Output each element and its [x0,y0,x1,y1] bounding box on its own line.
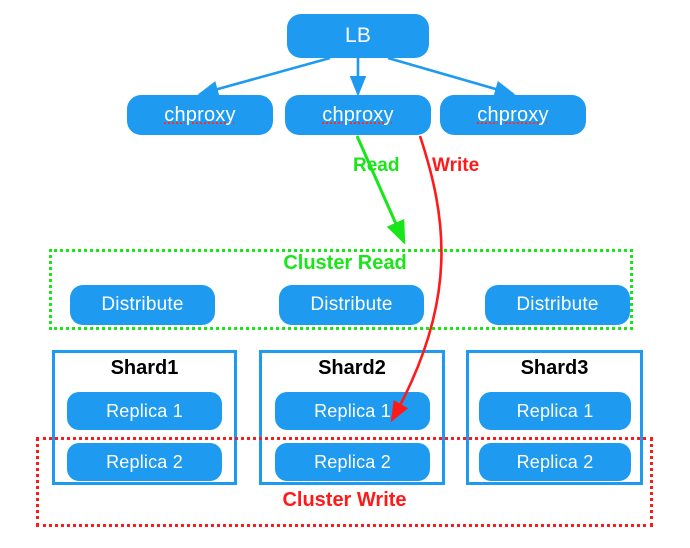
node-shard3-replica-2-label: Replica 2 [516,451,594,472]
node-chproxy-2[interactable]: chproxy [285,95,431,135]
node-shard1-replica-2-label: Replica 2 [106,451,183,472]
node-shard2-replica-2-label: Replica 2 [314,451,391,472]
node-shard3-replica-1[interactable]: Replica 1 [479,392,631,430]
cluster-read-label: Cluster Read [283,252,407,274]
connector-lb-to-proxy-1 [197,56,331,98]
node-load-balancer[interactable]: LB [287,14,429,58]
connector-read-arrow [355,135,406,245]
node-shard1-replica-1-label: Replica 1 [106,400,183,421]
node-chproxy-1-label: chproxy [164,103,236,126]
node-shard2-replica-2[interactable]: Replica 2 [275,443,430,481]
shard-title-2: Shard2 [318,357,386,379]
connector-lb-to-proxy-3 [387,56,516,97]
cluster-write-region [36,437,653,527]
node-shard3-replica-1-label: Replica 1 [516,400,594,421]
node-chproxy-3[interactable]: chproxy [440,95,586,135]
shard-box-1 [52,350,237,485]
node-distribute-3-label: Distribute [516,294,599,315]
node-distribute-1-label: Distribute [101,294,184,315]
node-shard2-replica-1-label: Replica 1 [314,400,391,421]
node-chproxy-2-label: chproxy [322,103,394,126]
node-chproxy-3-label: chproxy [477,103,549,126]
shard-box-3 [466,350,643,485]
node-distribute-3[interactable]: Distribute [485,285,630,325]
node-distribute-2[interactable]: Distribute [279,285,424,325]
node-shard1-replica-2[interactable]: Replica 2 [67,443,222,481]
cluster-write-label: Cluster Write [282,489,407,511]
node-chproxy-1[interactable]: chproxy [127,95,273,135]
node-shard2-replica-1[interactable]: Replica 1 [275,392,430,430]
edge-label-write: Write [432,155,480,176]
node-shard3-replica-2[interactable]: Replica 2 [479,443,631,481]
node-distribute-1[interactable]: Distribute [70,285,215,325]
cluster-read-region [49,249,633,330]
node-shard1-replica-1[interactable]: Replica 1 [67,392,222,430]
shard-box-2 [259,350,445,485]
node-distribute-2-label: Distribute [310,294,393,315]
node-load-balancer-label: LB [344,24,372,47]
edge-label-read: Read [353,155,400,176]
shard-title-1: Shard1 [110,357,179,379]
shard-title-3: Shard3 [520,357,589,379]
